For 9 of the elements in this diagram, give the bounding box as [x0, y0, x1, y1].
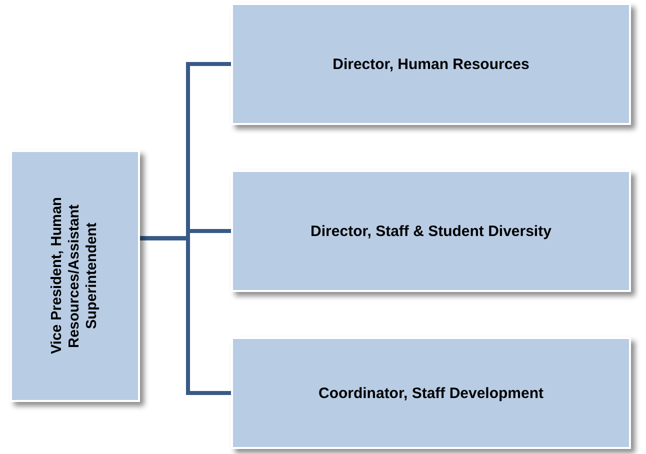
position-title: Director, Human Resources — [332, 56, 530, 72]
position-box — [231, 337, 631, 449]
position-title: Director, Staff & Student Diversity — [310, 222, 552, 240]
position-title: Vice President, Human Resources/Assistant Superintendent — [48, 196, 101, 356]
position-box — [231, 3, 631, 125]
position-box — [231, 170, 631, 292]
position-box — [10, 150, 140, 402]
connector-line — [140, 236, 231, 395]
position-title: Coordinator, Staff Development — [318, 384, 544, 402]
